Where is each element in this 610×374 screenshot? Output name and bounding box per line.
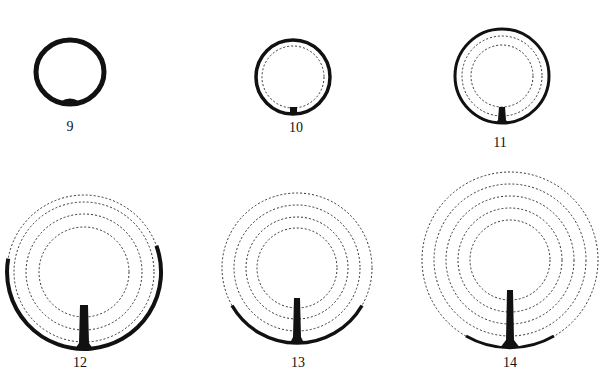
figure-10 [256,40,330,115]
dotted-ring [262,46,324,108]
ray-bar [500,290,520,348]
figure-number: 14 [503,355,517,371]
dotted-ring [222,193,372,343]
outer-ring [455,29,549,123]
figure-number: 9 [67,119,74,135]
figure-11 [455,29,549,124]
dotted-ring [470,220,550,300]
figure-14 [422,172,598,348]
dotted-ring [39,227,129,317]
figure-number: 12 [73,355,87,371]
figure-13 [222,193,372,343]
ray-bar [495,107,509,124]
figure-number: 11 [493,135,506,151]
outer-ring [36,40,104,104]
outer-ring [256,40,330,114]
dotted-ring [462,36,542,116]
dotted-ring [257,228,337,308]
figure-number: 13 [291,355,305,371]
figure-9 [36,40,104,104]
dotted-ring [471,45,533,107]
solid-arc [7,246,161,349]
figure-12 [7,195,161,349]
ray-bar [290,298,304,343]
ray-bar [75,305,93,349]
ray-bar [290,107,297,115]
ring-notch [62,101,78,104]
dotted-ring [7,195,161,349]
dotted-ring [422,172,598,348]
figure-number: 10 [289,120,303,136]
